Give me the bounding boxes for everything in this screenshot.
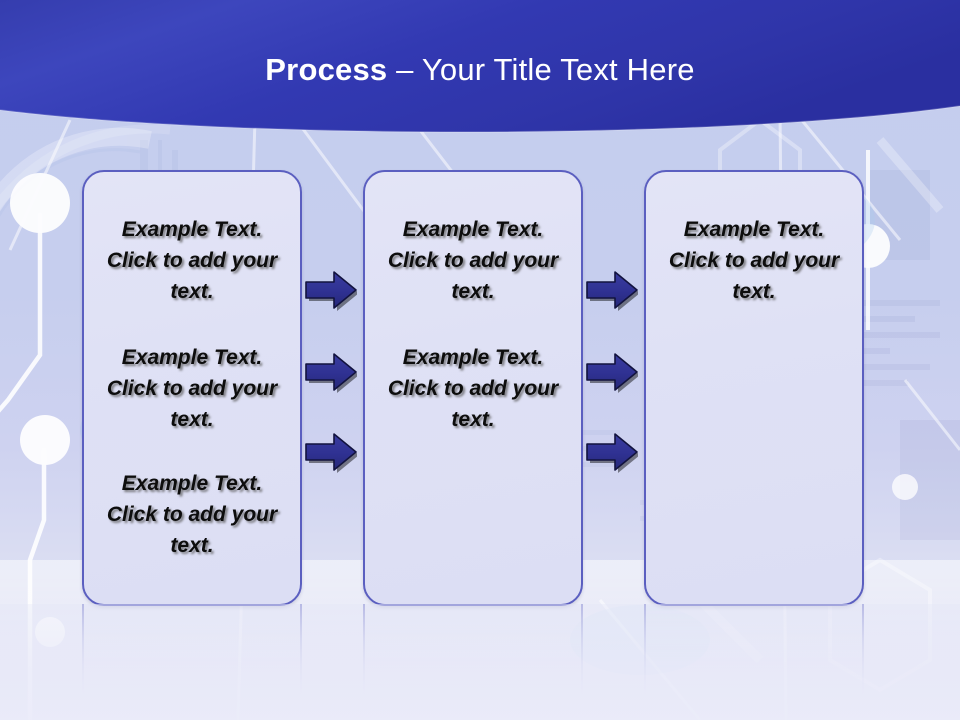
title-dash: – <box>387 52 422 87</box>
process-box-1-text-1[interactable]: Example Text. Click to add your text. <box>106 218 278 303</box>
arrow-2-3-icon[interactable] <box>584 430 638 474</box>
title-header-band <box>0 0 960 133</box>
process-box-2[interactable]: Example Text. Click to add your text. Ex… <box>363 170 583 606</box>
process-box-3[interactable]: Example Text. Click to add your text. <box>644 170 864 606</box>
arrow-1-2-icon[interactable] <box>303 350 357 394</box>
circuit-node <box>10 173 70 233</box>
process-box-2-text-1[interactable]: Example Text. Click to add your text. <box>387 218 559 303</box>
process-box-2-text-2[interactable]: Example Text. Click to add your text. <box>387 346 559 431</box>
process-box-1[interactable]: Example Text. Click to add your text. Ex… <box>82 170 302 606</box>
process-box-3-text-1[interactable]: Example Text. Click to add your text. <box>668 218 840 303</box>
arrow-2-1-icon[interactable] <box>584 268 638 312</box>
title-rest-part: Your Title Text Here <box>421 52 695 87</box>
arrow-1-3-icon[interactable] <box>303 430 357 474</box>
process-box-1-text-3[interactable]: Example Text. Click to add your text. <box>106 472 278 557</box>
arrow-1-1-icon[interactable] <box>303 268 357 312</box>
process-box-1-text-2[interactable]: Example Text. Click to add your text. <box>106 346 278 431</box>
title-bold-part: Process <box>265 52 388 87</box>
page-title: Process – Your Title Text Here <box>0 52 960 88</box>
arrow-2-2-icon[interactable] <box>584 350 638 394</box>
circuit-node <box>20 415 70 465</box>
circuit-node <box>892 474 918 500</box>
